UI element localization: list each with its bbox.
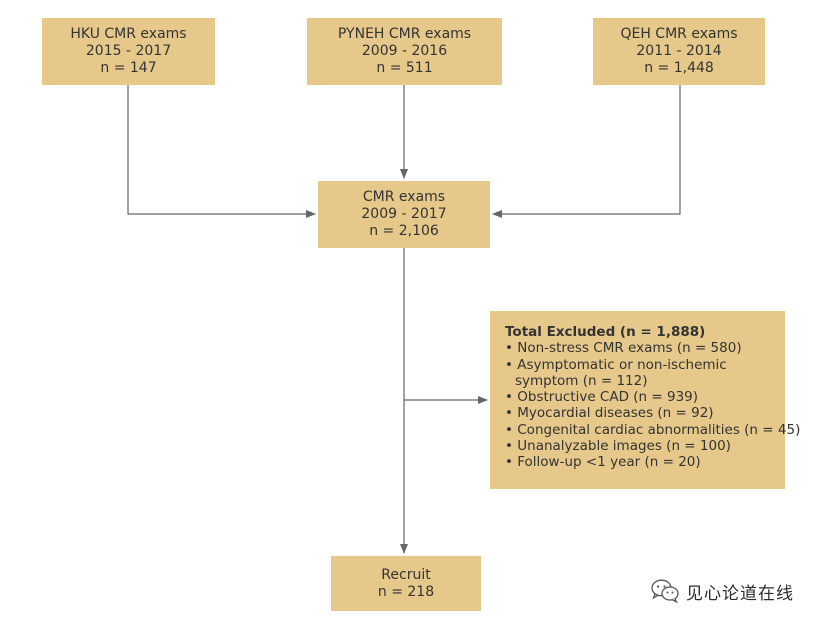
wechat-icon	[651, 579, 679, 604]
excluded-item: • Unanalyzable images (n = 100)	[505, 438, 731, 455]
pyneh-years: 2009 - 2016	[361, 43, 448, 59]
excluded-item: • Follow-up <1 year (n = 20)	[505, 454, 701, 471]
cmr-count: n = 2,106	[369, 223, 439, 239]
excluded-box: Total Excluded (n = 1,888) • Non-stress …	[490, 311, 800, 489]
excluded-item: • Non-stress CMR exams (n = 580)	[505, 340, 742, 357]
cmr-exams-box: CMR exams 2009 - 2017 n = 2,106	[318, 181, 490, 248]
recruit-count: n = 218	[377, 583, 435, 600]
cmr-years: 2009 - 2017	[361, 206, 447, 222]
hku-years: 2015 - 2017	[85, 43, 172, 59]
qeh-cmr-box: QEH CMR exams 2011 - 2014 n = 1,448	[593, 18, 765, 85]
hku-title: HKU CMR exams	[70, 26, 187, 42]
watermark: 见心论道在线	[650, 576, 794, 606]
excluded-title: Total Excluded (n = 1,888)	[505, 324, 706, 340]
qeh-count: n = 1,448	[644, 60, 714, 76]
qeh-years: 2011 - 2014	[636, 43, 722, 59]
qeh-title: QEH CMR exams	[620, 26, 738, 42]
hku-count: n = 147	[100, 60, 157, 76]
connector-hku-to-cmr	[127, 85, 316, 218]
excluded-item: • Congenital cardiac abnormalities (n = …	[505, 421, 801, 438]
excluded-item: • Asymptomatic or non-ischemic	[505, 356, 727, 373]
pyneh-title: PYNEH CMR exams	[337, 26, 472, 42]
pyneh-cmr-box: PYNEH CMR exams 2009 - 2016 n = 511	[307, 18, 502, 85]
pyneh-count: n = 511	[376, 60, 433, 76]
excluded-item: • Obstructive CAD (n = 939)	[505, 389, 699, 406]
connector-qeh-to-cmr	[492, 85, 681, 218]
hku-cmr-box: HKU CMR exams 2015 - 2017 n = 147	[42, 18, 215, 85]
recruit-title: Recruit	[381, 566, 431, 583]
excluded-item: symptom (n = 112)	[515, 372, 648, 389]
cmr-title: CMR exams	[362, 189, 446, 205]
watermark-text: 见心论道在线	[686, 583, 794, 604]
excluded-item: • Myocardial diseases (n = 92)	[505, 405, 714, 422]
recruit-box: Recruit n = 218	[331, 556, 481, 611]
